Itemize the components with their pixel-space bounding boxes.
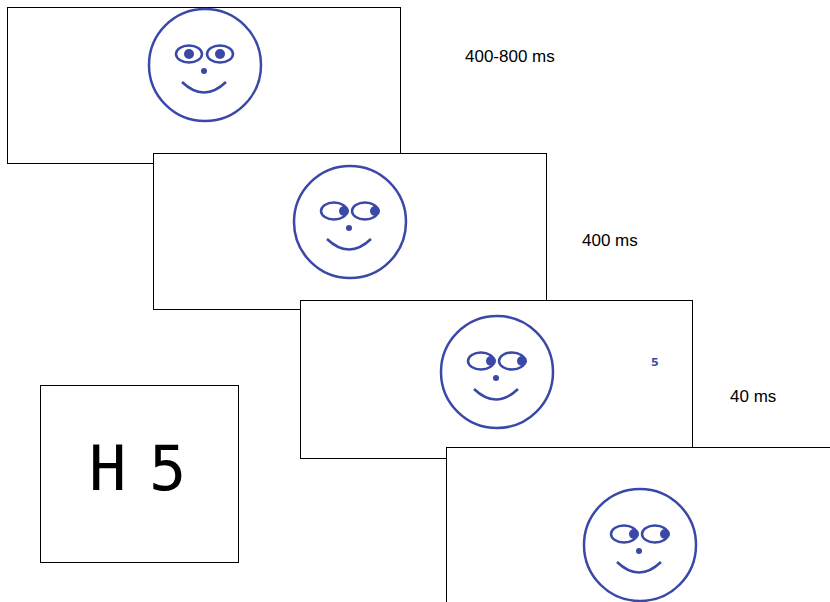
duration-label: 400 ms [582,231,638,251]
target-panel [301,301,693,459]
target-screen: 5 [300,300,693,458]
duration-label: 400-800 ms [465,47,555,67]
response-letter: 5 [149,438,186,500]
target-letter: 5 [651,357,659,368]
cue-panel [154,154,547,310]
duration-label: 40 ms [730,387,776,407]
response-letter: H [89,438,126,500]
mask-panel [447,448,830,602]
fixation-panel [8,8,401,164]
response-screen: H5 [40,385,239,563]
